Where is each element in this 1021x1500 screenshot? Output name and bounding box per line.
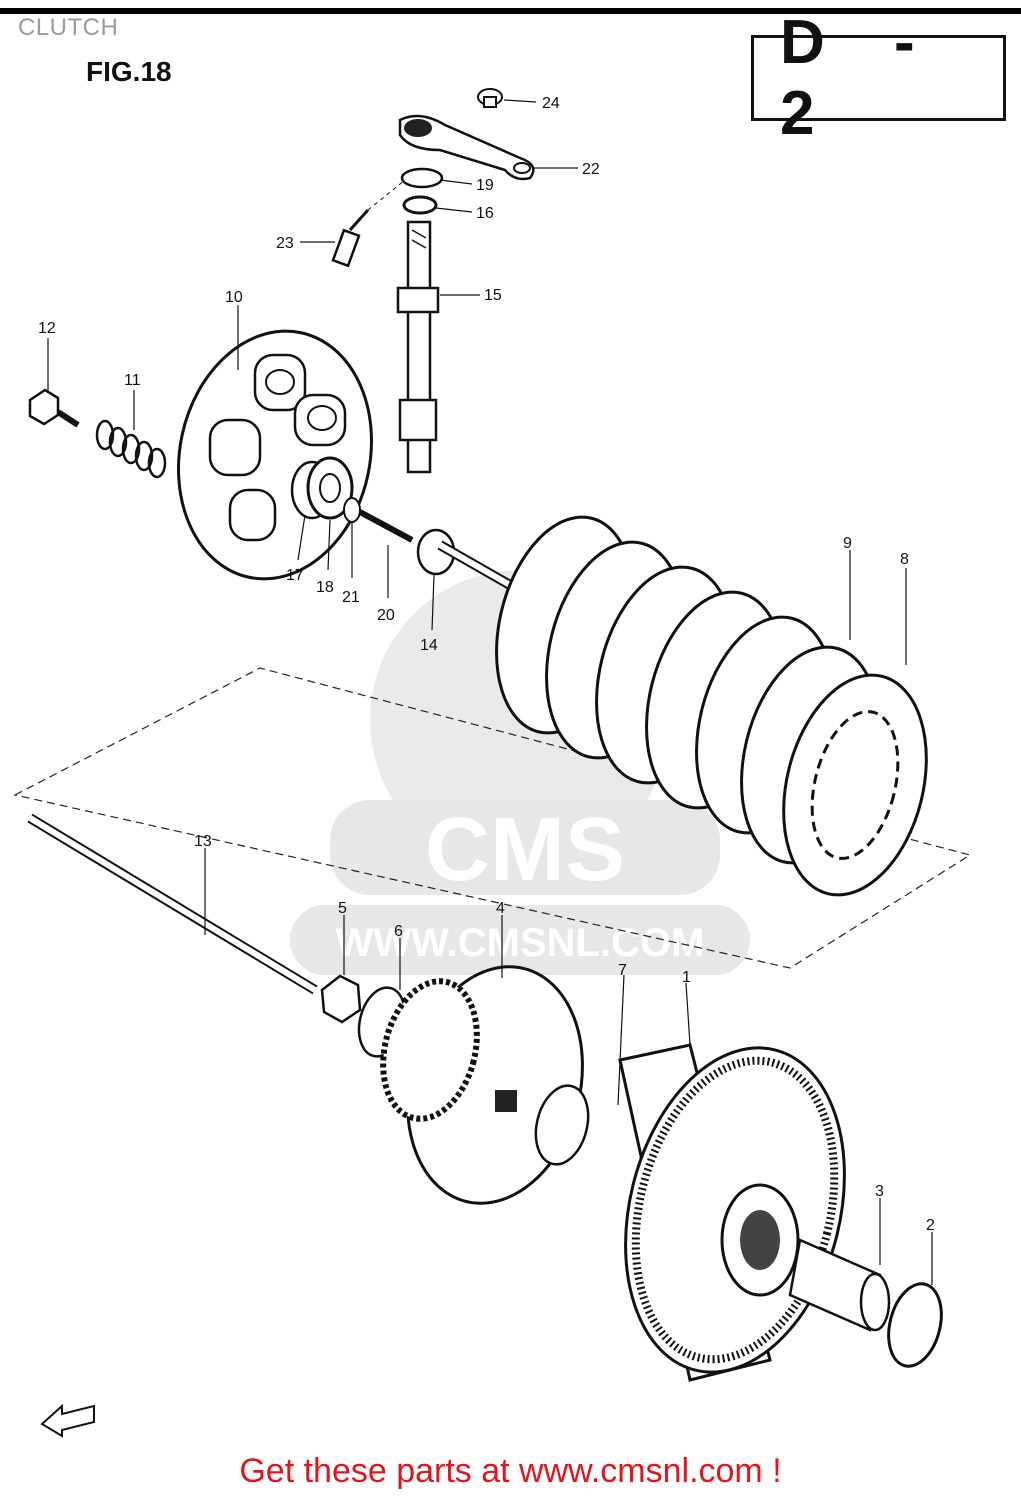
part-11-spring xyxy=(95,419,167,479)
part-16-oil-seal xyxy=(402,195,438,215)
callout-23: 23 xyxy=(276,235,294,252)
part-15-release-shaft xyxy=(396,220,440,474)
part-20-push-rod xyxy=(358,509,414,543)
part-14-push-piece xyxy=(416,528,513,590)
callout-17: 17 xyxy=(286,567,304,584)
callout-18: 18 xyxy=(316,579,334,596)
watermark-logo-text: CMS xyxy=(425,800,625,900)
part-5-nut xyxy=(320,974,362,1024)
page-title: CLUTCH xyxy=(18,14,119,41)
section-code-box: D - 2 xyxy=(751,8,1006,148)
callout-20: 20 xyxy=(377,607,395,624)
figure-number: FIG.18 xyxy=(86,56,172,87)
callout-6: 6 xyxy=(394,923,403,940)
callout-15: 15 xyxy=(484,287,502,304)
top-rule xyxy=(0,8,1021,14)
callout-3: 3 xyxy=(875,1183,884,1200)
callout-19: 19 xyxy=(476,177,494,194)
callout-5: 5 xyxy=(338,900,347,917)
part-2-thrust-washer xyxy=(887,1282,943,1368)
callout-10: 10 xyxy=(225,289,243,306)
callout-7: 7 xyxy=(618,962,627,979)
footer-parts-link[interactable]: Get these parts at www.cmsnl.com ! xyxy=(239,1452,782,1490)
part-19-washer xyxy=(400,167,444,189)
callout-13: 13 xyxy=(194,833,212,850)
section-code: D - 2 xyxy=(780,8,941,148)
callout-8: 8 xyxy=(900,551,909,568)
part-22-release-arm xyxy=(398,114,535,181)
part-10-pressure-plate xyxy=(177,329,373,581)
callout-16: 16 xyxy=(476,205,494,222)
callout-14: 14 xyxy=(420,637,438,654)
callout-21: 21 xyxy=(342,589,360,606)
callout-4: 4 xyxy=(496,900,505,917)
shaft-plane-outline xyxy=(13,667,972,969)
part-13-main-shaft xyxy=(27,813,318,995)
part-21-washer xyxy=(343,497,361,523)
callout-2: 2 xyxy=(926,1217,935,1234)
fr-arrow-icon xyxy=(40,1403,95,1438)
clutch-plate-stack xyxy=(495,515,928,897)
callout-11: 11 xyxy=(124,372,141,389)
leader-lines xyxy=(47,99,933,1285)
part-7-washer xyxy=(534,1084,590,1166)
part-24-screw xyxy=(477,88,503,108)
callout-12: 12 xyxy=(38,320,56,337)
callout-22: 22 xyxy=(582,161,600,178)
part-1-clutch-housing xyxy=(618,1043,846,1382)
part-12-bolt xyxy=(28,388,80,428)
callout-1: 1 xyxy=(682,969,691,986)
callout-24: 24 xyxy=(542,95,560,112)
part-3-spacer xyxy=(788,1238,891,1332)
callout-9: 9 xyxy=(843,535,852,552)
part-23-bolt xyxy=(331,208,370,268)
watermark-url-text: WWW.CMSNL.COM xyxy=(336,921,705,965)
